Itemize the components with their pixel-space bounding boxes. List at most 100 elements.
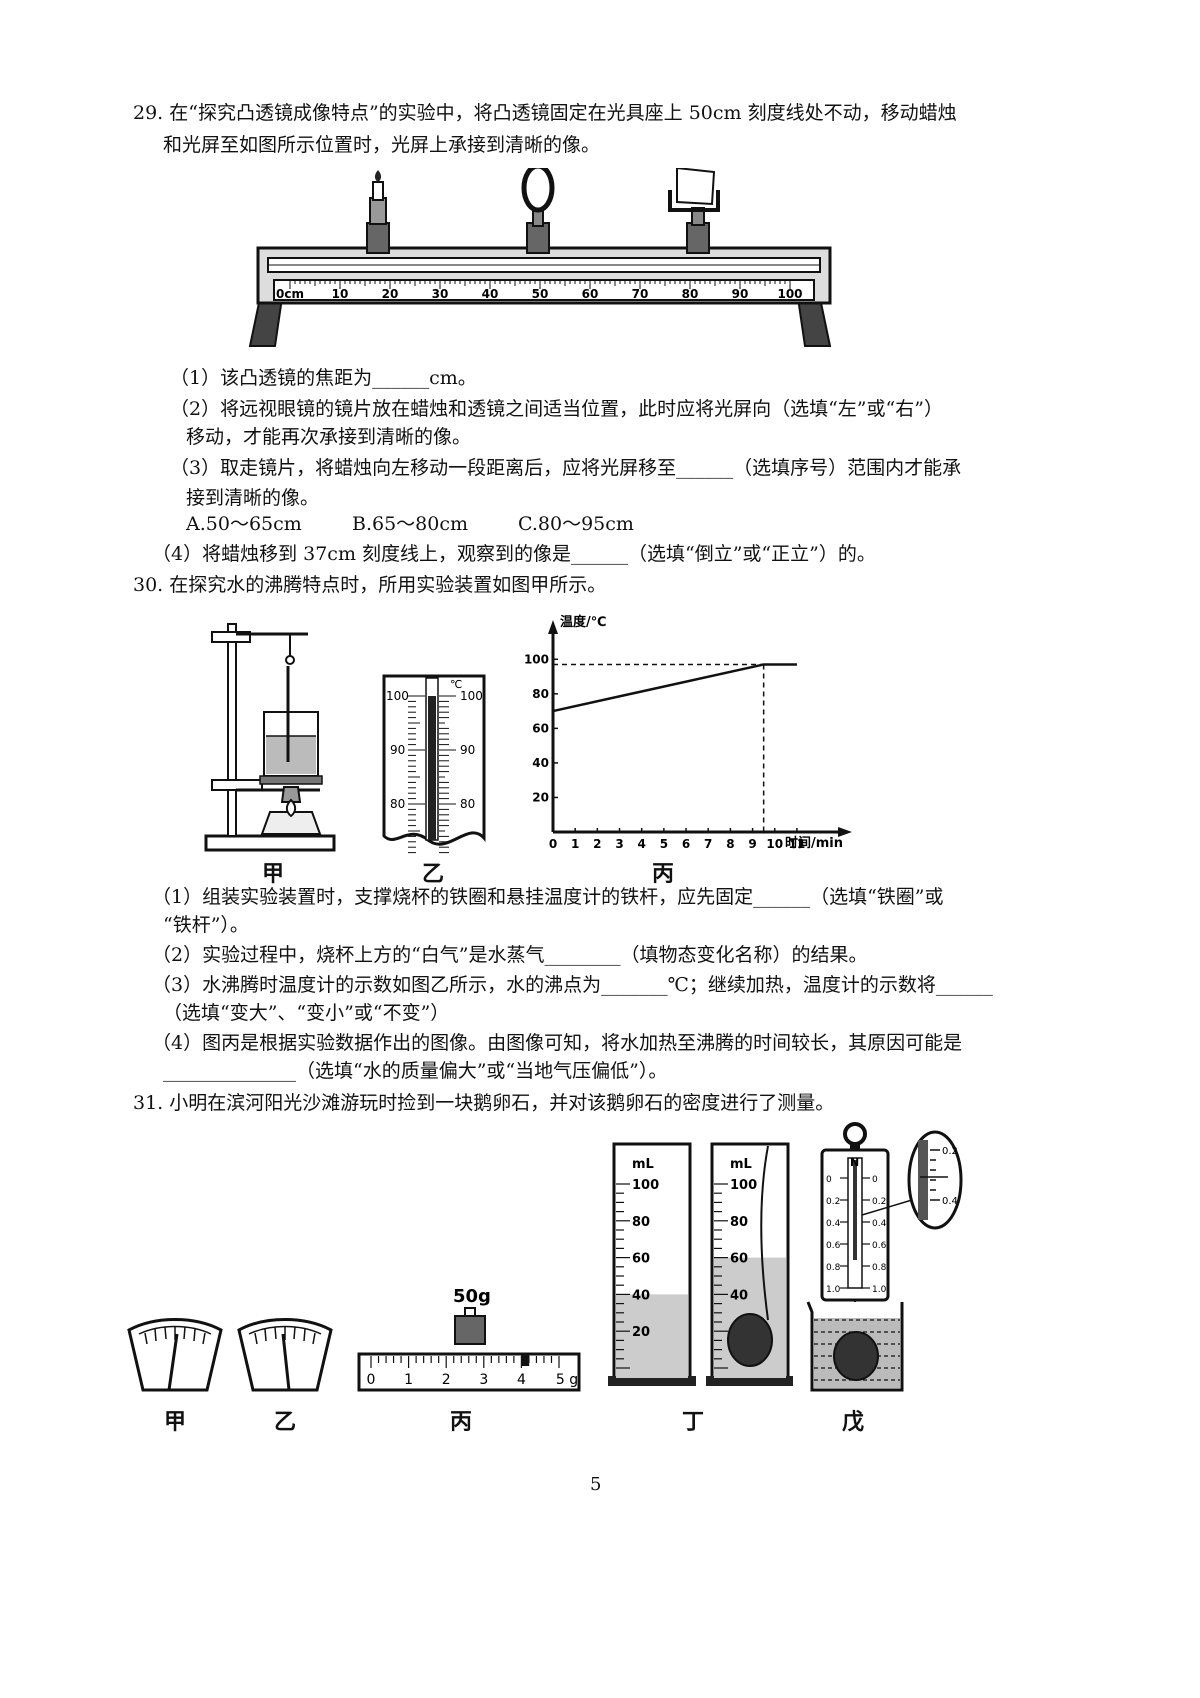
chart-x-tick-label-10: 10	[766, 837, 783, 851]
q29-sub4: （4）将蜡烛移到 37cm 刻度线上，观察到的像是______（选填“倒立”或“…	[152, 543, 876, 565]
thermo-unit: ℃	[450, 678, 462, 691]
cyl1-label-40: 40	[632, 1288, 650, 1303]
chart-x-tick-label-4: 4	[638, 837, 646, 851]
q29-line1: 29. 在“探究凸透镜成像特点”的实验中，将凸透镜固定在光具座上 50cm 刻度…	[133, 102, 957, 124]
chart-x-tick-label-6: 6	[682, 837, 690, 851]
boiling-apparatus-figure	[204, 623, 336, 852]
pebble-in-cylinder	[727, 1313, 773, 1367]
cylinder1-unit: mL	[632, 1157, 654, 1172]
chart-y-tick-label-80: 80	[532, 687, 549, 701]
spring-right-label-3: 0.6	[872, 1241, 887, 1251]
chart-series-line	[552, 663, 797, 713]
spring-right-label-1: 0.2	[872, 1197, 886, 1207]
q29-sub2a: （2）将远视眼镜的镜片放在蜡烛和透镜之间适当位置，此时应将光屏向（选填“左”或“…	[170, 398, 943, 420]
chart-x-tick-label-5: 5	[660, 837, 668, 851]
q30-sub4b: ______________（选填“水的质量偏大”或“当地气压偏低”）。	[163, 1060, 668, 1082]
caption-wu-31: 戊	[842, 1410, 865, 1435]
ruler-tick-label-0: 0	[367, 1372, 376, 1388]
chart-x-tick-label-2: 2	[593, 837, 601, 851]
q29-sub3b: 接到清晰的像。	[186, 487, 320, 509]
chart-x-tick-label-8: 8	[726, 837, 734, 851]
spring-left-label-1: 0.2	[826, 1197, 840, 1207]
caption-ding-31: 丁	[682, 1410, 705, 1435]
thermo-left-label-90: 90	[390, 743, 405, 757]
q30-sub1b: “铁杆”）。	[163, 914, 249, 936]
caption-jia-30: 甲	[262, 862, 285, 887]
candle	[366, 170, 390, 254]
ruler-tick-label-2: 2	[442, 1372, 451, 1388]
cyl1-label-60: 60	[632, 1252, 650, 1267]
zoom-label-0.2: 0.2	[942, 1146, 958, 1157]
caption-yi-30: 乙	[422, 862, 445, 887]
balance-dial-jia	[127, 1318, 223, 1392]
q31-line1: 31. 小明在滨河阳光沙滩游玩时捡到一块鹅卵石，并对该鹅卵石的密度进行了测量。	[133, 1092, 835, 1114]
spring-left-label-4: 0.8	[826, 1263, 841, 1273]
chart-x-tick-label-7: 7	[704, 837, 712, 851]
chart-x-tick-label-3: 3	[615, 837, 623, 851]
q30-sub2: （2）实验过程中，烧杯上方的“白气”是水蒸气________（填物态变化名称）的…	[152, 944, 868, 966]
chart-x-tick-label-11: 11	[789, 837, 806, 851]
caption-bing-30: 丙	[652, 862, 675, 887]
page-number: 5	[590, 1474, 602, 1495]
caption-bing-31: 丙	[450, 1410, 473, 1435]
cyl1-label-20: 20	[632, 1325, 650, 1340]
light-screen	[668, 168, 720, 254]
spring-scale-unit: N	[850, 1156, 859, 1169]
q30-sub3b: （选填“变大”、“变小”或“不变”）	[163, 1002, 450, 1024]
thermometer-figure: 100 90 80 ℃ 100 90 80	[382, 674, 486, 854]
ruler-tick-label-3: 3	[479, 1372, 488, 1388]
caption-yi-31: 乙	[274, 1410, 297, 1435]
chart-y-tick-label-100: 100	[524, 652, 549, 666]
spring-right-label-5: 1.0	[872, 1285, 887, 1295]
spring-right-label-4: 0.8	[872, 1263, 887, 1273]
ruler-tick-label-5: 5 g	[556, 1372, 578, 1388]
pebble-in-beaker	[833, 1331, 879, 1381]
bench-tick-label-7: 70	[632, 287, 649, 301]
q30-line1: 30. 在探究水的沸腾特点时，所用实验装置如图甲所示。	[133, 574, 607, 596]
bench-tick-label-9: 90	[732, 287, 749, 301]
spring-right-label-2: 0.4	[872, 1219, 887, 1229]
spring-left-label-5: 1.0	[826, 1285, 841, 1295]
bench-tick-label-10: 100	[777, 287, 802, 301]
bench-tick-label-1: 10	[332, 287, 349, 301]
cyl2-label-80: 80	[730, 1215, 748, 1230]
thermo-left-label-100: 100	[386, 689, 409, 703]
rider	[521, 1354, 530, 1366]
q30-sub3a: （3）水沸腾时温度计的示数如图乙所示，水的沸点为_______℃；继续加热，温度…	[152, 974, 993, 996]
cylinder2-unit: mL	[730, 1157, 752, 1172]
q29-option-c: C.80～95cm	[518, 513, 634, 535]
spring-right-label-0: 0	[872, 1175, 878, 1185]
q30-sub1a: （1）组装实验装置时，支撑烧杯的铁圈和悬挂温度计的铁杆，应先固定______（选…	[152, 886, 944, 908]
thermo-left-label-80: 80	[390, 797, 405, 811]
cyl1-label-80: 80	[632, 1215, 650, 1230]
chart-y-tick-label-40: 40	[532, 756, 549, 770]
spring-left-label-0: 0	[826, 1175, 832, 1185]
chart-y-tick-label-60: 60	[532, 721, 549, 735]
thread	[760, 1145, 769, 1321]
chart-x-tick-label-0: 0	[549, 837, 557, 851]
chart-y-tick-label-20: 20	[532, 790, 549, 804]
chart-y-axis-label: 温度/℃	[560, 614, 607, 630]
q29-sub2b: 移动，才能再次承接到清晰的像。	[186, 426, 472, 448]
bench-tick-label-6: 60	[582, 287, 599, 301]
ruler-tick-label-1: 1	[404, 1372, 413, 1388]
bench-tick-label-0: 0cm	[276, 287, 304, 301]
chart-x-tick-label-1: 1	[571, 837, 579, 851]
chart-y-arrow	[548, 620, 558, 634]
bench-tick-label-4: 40	[482, 287, 499, 301]
spring-left-label-2: 0.4	[826, 1219, 841, 1229]
bench-tick-label-2: 20	[382, 287, 399, 301]
thermo-right-label-80: 80	[460, 797, 475, 811]
q30-sub4a: （4）图丙是根据实验数据作出的图像。由图像可知，将水加热至沸腾的时间较长，其原因…	[152, 1032, 963, 1054]
caption-jia-31: 甲	[164, 1410, 187, 1435]
bench-tick-label-3: 30	[432, 287, 449, 301]
cyl1-label-100: 100	[632, 1178, 659, 1193]
convex-lens	[521, 168, 555, 254]
chart-x-arrow	[838, 827, 852, 837]
chart-x-tick-label-9: 9	[748, 837, 756, 851]
